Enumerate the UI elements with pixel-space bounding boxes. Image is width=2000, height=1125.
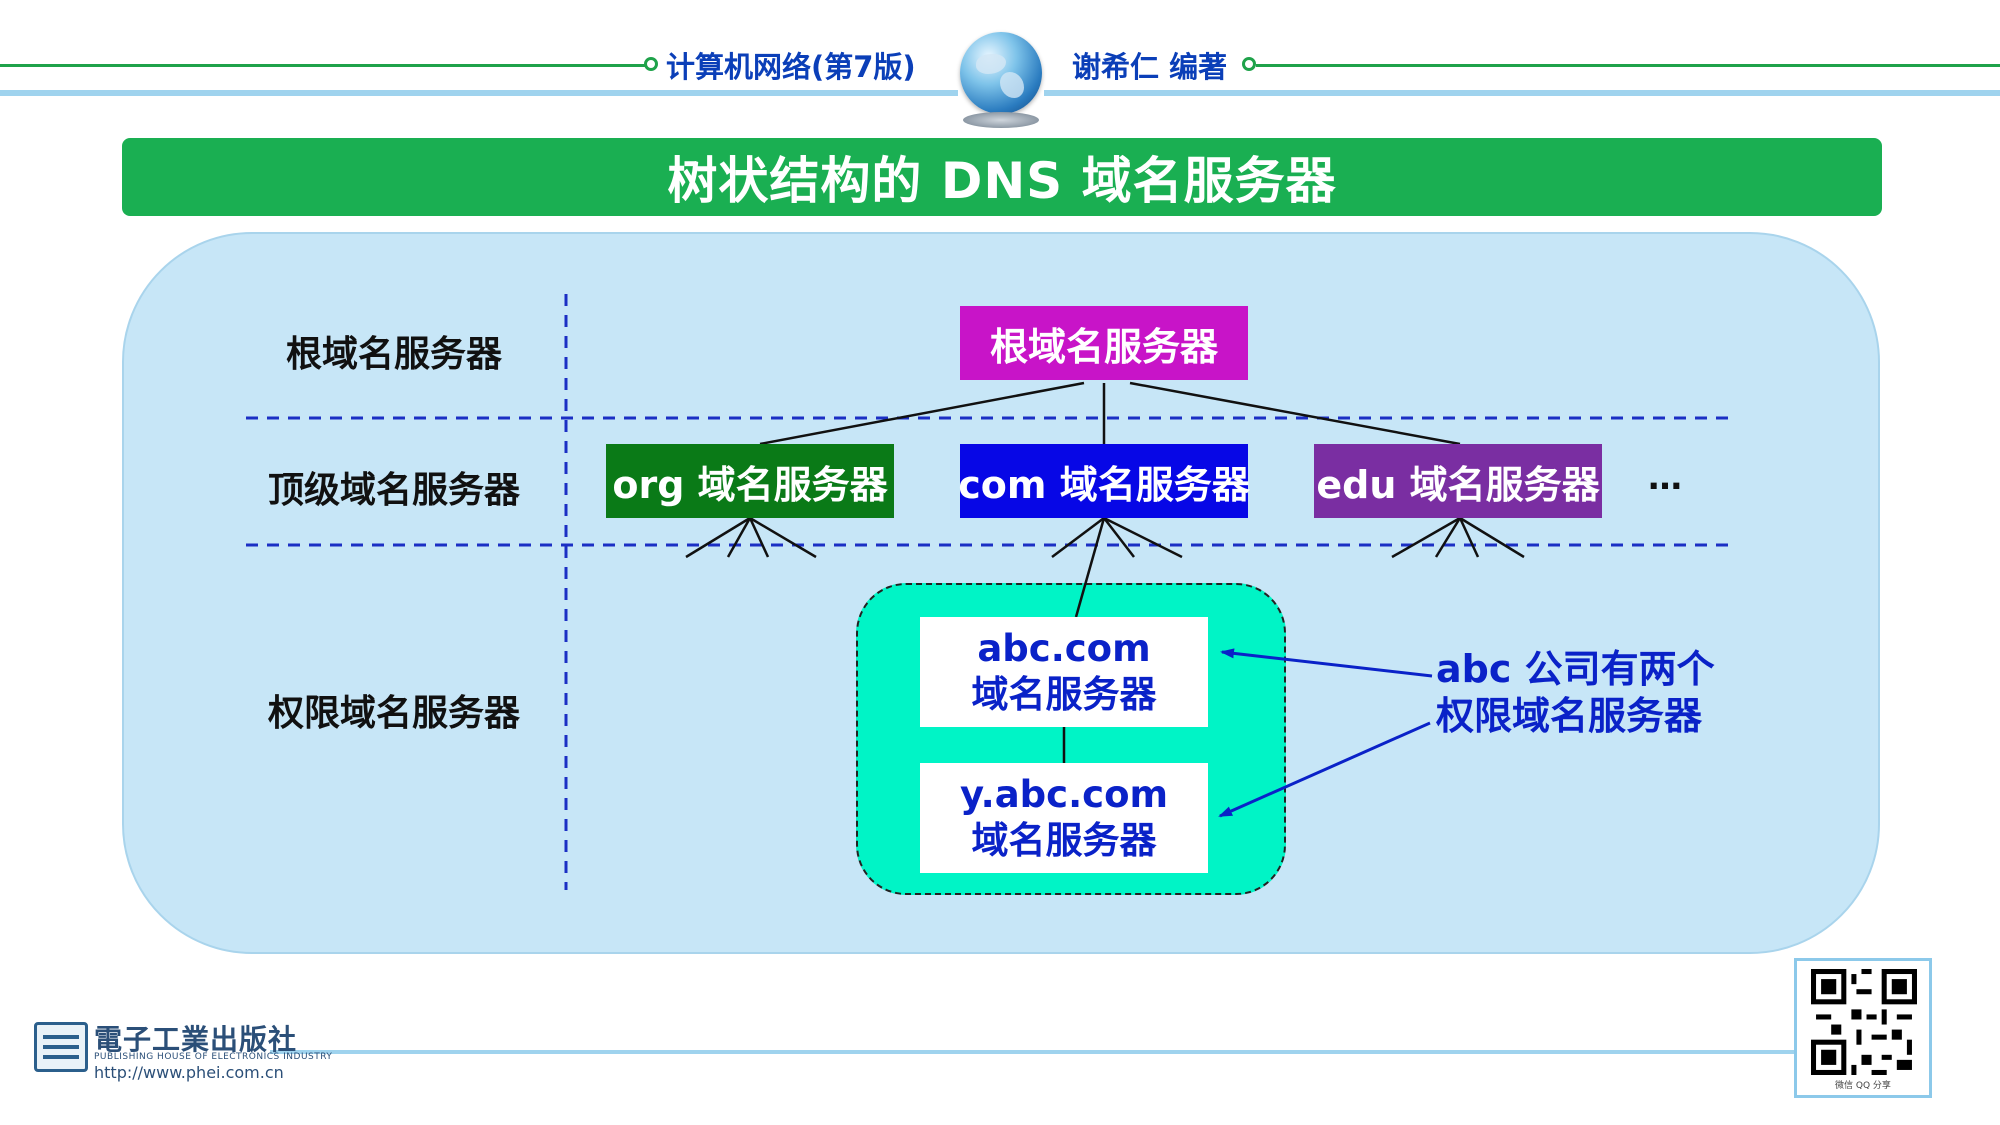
- header-ring-left: [644, 57, 658, 71]
- header-line-left: [0, 64, 646, 67]
- globe-stand: [963, 112, 1039, 128]
- node-com-server: com 域名服务器: [958, 444, 1250, 518]
- header-line-right: [1256, 64, 2000, 67]
- publisher-name-cn: 電子工業出版社: [94, 1023, 298, 1056]
- annotation-line-1: abc 公司有两个: [1436, 647, 1715, 691]
- book-title: 计算机网络(第7版): [666, 50, 916, 84]
- slide-title: 树状结构的 DNS 域名服务器: [667, 152, 1337, 210]
- annotation-note: abc 公司有两个 权限域名服务器: [1436, 646, 1715, 740]
- annotation-line-2: 权限域名服务器: [1436, 694, 1703, 738]
- slide-title-bar: 树状结构的 DNS 域名服务器: [122, 138, 1882, 216]
- publisher-url: http://www.phei.com.cn: [94, 1063, 284, 1082]
- node-abc-com-server: abc.com 域名服务器: [920, 617, 1208, 727]
- qr-code-icon: [1811, 969, 1917, 1075]
- globe-icon: [960, 32, 1042, 114]
- row-label-root: 根域名服务器: [286, 334, 503, 375]
- author: 谢希仁 编著: [1072, 50, 1228, 84]
- header-band-right: [1044, 90, 2000, 96]
- more-servers-ellipsis: …: [1648, 458, 1682, 498]
- node-root-server: 根域名服务器: [960, 306, 1248, 380]
- qr-code: 微信 QQ 分享: [1794, 958, 1932, 1098]
- publisher-name-en: PUBLISHING HOUSE OF ELECTRONICS INDUSTRY: [94, 1052, 333, 1062]
- node-edu-server: edu 域名服务器: [1314, 444, 1602, 518]
- node-org-server: org 域名服务器: [606, 444, 894, 518]
- abc-com-label: abc.com: [977, 627, 1151, 670]
- publisher-logo-icon: [34, 1022, 88, 1072]
- y-abc-com-label: y.abc.com: [959, 773, 1169, 816]
- footer-line: [270, 1050, 1798, 1054]
- header-band-left: [0, 90, 958, 96]
- row-label-top-level: 顶级域名服务器: [268, 470, 521, 511]
- header-ring-right: [1242, 57, 1256, 71]
- qr-caption: 微信 QQ 分享: [1835, 1081, 1891, 1091]
- y-abc-com-sublabel: 域名服务器: [971, 819, 1157, 862]
- node-y-abc-com-server: y.abc.com 域名服务器: [920, 763, 1208, 873]
- abc-com-sublabel: 域名服务器: [971, 673, 1157, 716]
- row-label-authoritative: 权限域名服务器: [268, 693, 521, 734]
